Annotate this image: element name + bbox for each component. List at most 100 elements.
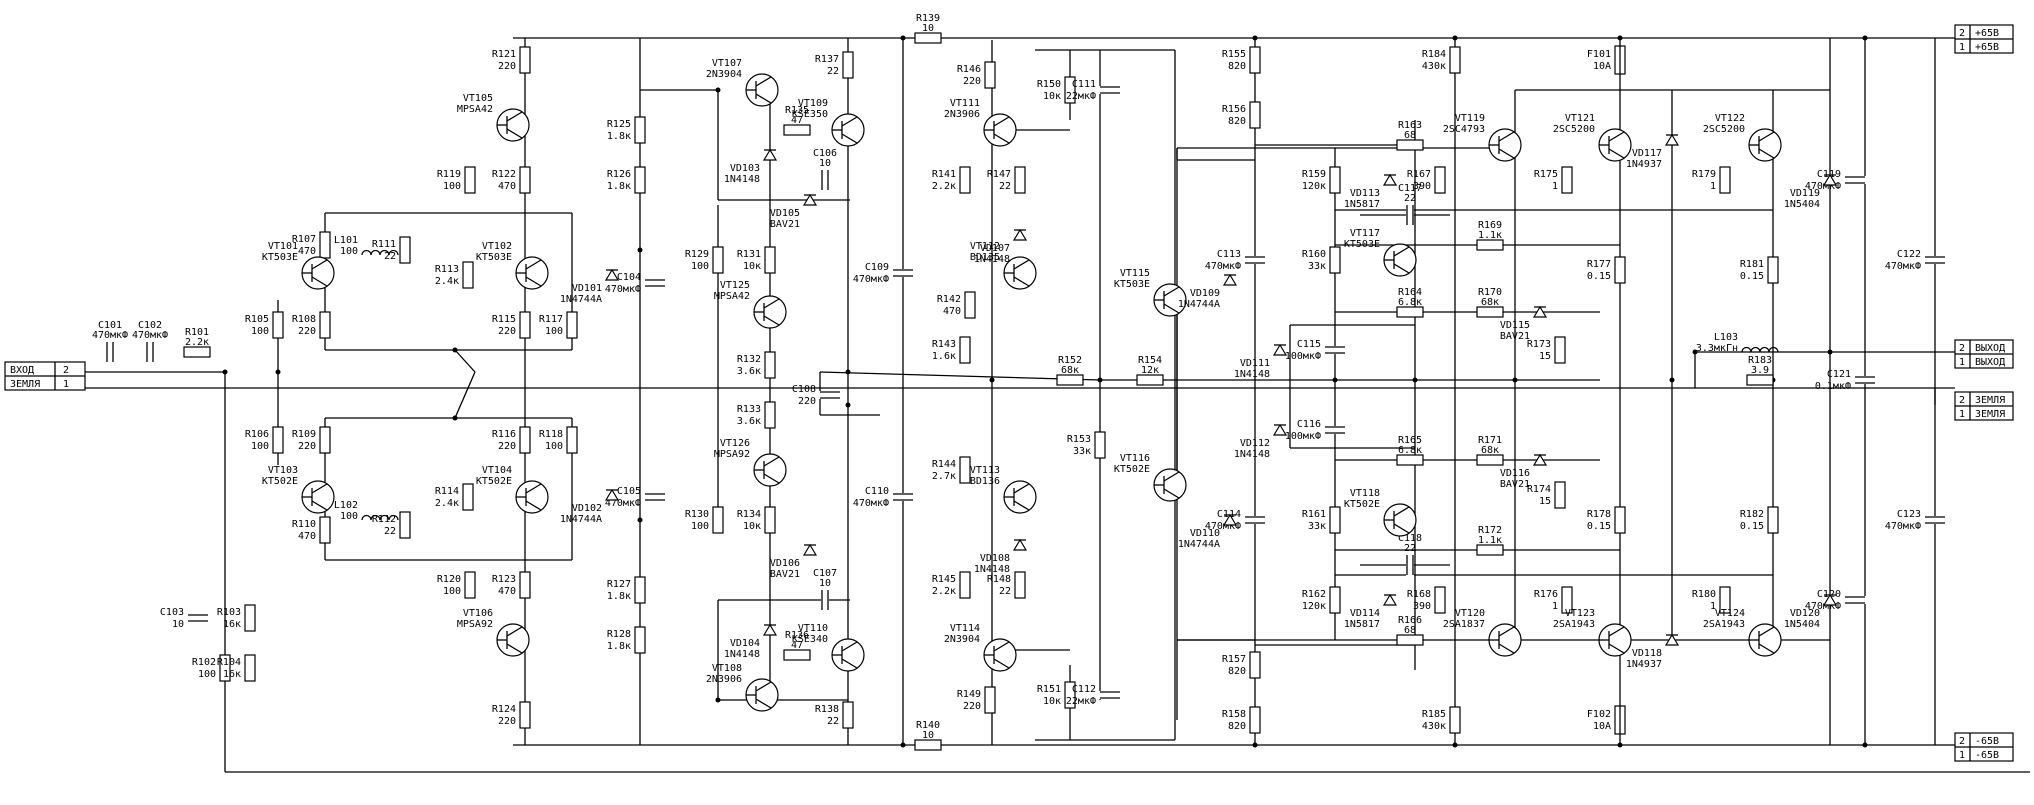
- transistor-ref: VT123: [1565, 608, 1595, 619]
- transistor-value: KT502E: [1114, 464, 1150, 475]
- resistor-value: 68: [1404, 130, 1416, 141]
- diode-ref: VD112: [1240, 438, 1270, 449]
- resistor-ref: R158: [1222, 709, 1246, 720]
- transistor-value: 2N3904: [944, 634, 980, 645]
- resistor-value: 68к: [1481, 297, 1499, 308]
- resistor-ref: R127: [607, 579, 631, 590]
- resistor-ref: R110: [292, 519, 316, 530]
- resistor-value: 2.4к: [435, 276, 459, 287]
- resistor-value: 820: [1228, 666, 1246, 677]
- resistor-ref: R133: [737, 404, 761, 415]
- diode-value: BAV21: [770, 569, 800, 580]
- resistor-value: 3.6к: [737, 416, 761, 427]
- diode-value: 1N4744A: [1178, 299, 1220, 310]
- resistor-value: 1.8к: [607, 131, 631, 142]
- resistor-value: 16к: [223, 669, 241, 680]
- resistor-ref: R154: [1138, 355, 1162, 366]
- diode-ref: VD106: [770, 558, 800, 569]
- resistor-ref: R172: [1478, 525, 1502, 536]
- resistor-ref: R121: [492, 49, 516, 60]
- transistor-ref: VT103: [268, 465, 298, 476]
- transistor-value: 2SC5200: [1553, 124, 1595, 135]
- resistor-value: 100: [443, 586, 461, 597]
- resistor-value: 470: [298, 246, 316, 257]
- resistor-ref: R175: [1534, 169, 1558, 180]
- transistor-ref: VT107: [712, 58, 742, 69]
- capacitor-ref: C109: [865, 262, 889, 273]
- resistor-value: 1: [1710, 181, 1716, 192]
- resistor-value: 22: [384, 526, 396, 537]
- resistor-ref: R126: [607, 169, 631, 180]
- resistor-ref: R131: [737, 249, 761, 260]
- transistor-value: 2SA1943: [1553, 619, 1595, 630]
- input-connector: ВХОД 2 ЗЕМЛЯ 1: [4, 361, 86, 391]
- capacitor-value: 470мкФ: [1805, 181, 1841, 192]
- transistor-value: 2N3904: [706, 69, 742, 80]
- resistor-ref: R125: [607, 119, 631, 130]
- capacitor-value: 220: [798, 396, 816, 407]
- wiring: [60, 37, 2030, 773]
- diode-value: 1N4148: [974, 564, 1010, 575]
- resistor-ref: R145: [932, 574, 956, 585]
- transistor-value: 2SA1943: [1703, 619, 1745, 630]
- resistor-value: 15: [1539, 496, 1551, 507]
- resistor-value: 430к: [1422, 721, 1446, 732]
- resistor-value: 2.4к: [435, 498, 459, 509]
- ground-pin-2: 2: [1959, 395, 1965, 406]
- resistor-value: 1: [1552, 181, 1558, 192]
- resistor-value: 120к: [1302, 181, 1326, 192]
- transistor-ref: VT121: [1565, 113, 1595, 124]
- transistor-value: KT503E: [1344, 239, 1380, 250]
- resistor-ref: R162: [1302, 589, 1326, 600]
- transistor-value: MPSA92: [714, 449, 750, 460]
- resistor-value: 12к: [1141, 365, 1159, 376]
- diode-ref: VD120: [1790, 608, 1820, 619]
- ground-pin-1: 1: [1959, 409, 1965, 420]
- capacitor-ref: C106: [813, 148, 837, 159]
- resistor-value: 220: [298, 326, 316, 337]
- transistor-ref: VT101: [268, 241, 298, 252]
- input-pin: 2: [63, 365, 69, 376]
- capacitor-ref: C121: [1827, 369, 1851, 380]
- resistor-value: 6.8к: [1398, 297, 1422, 308]
- resistor-value: 10: [922, 23, 934, 34]
